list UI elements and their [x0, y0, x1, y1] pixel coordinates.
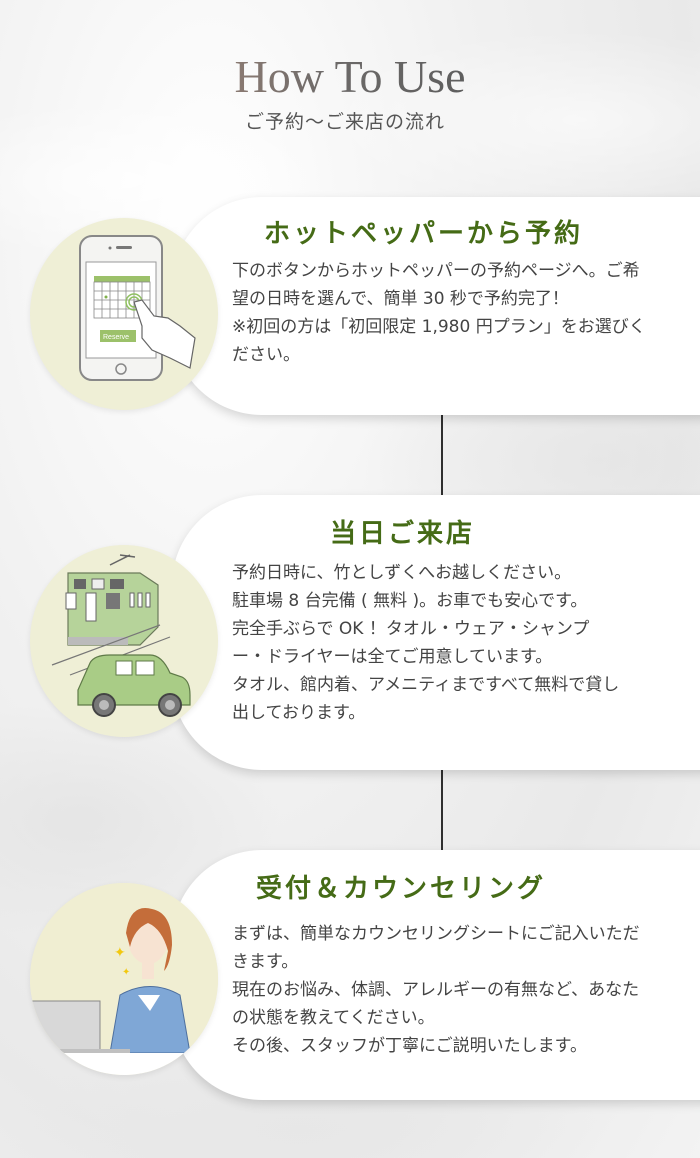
page-title: How To Use [234, 51, 466, 102]
step-description: 予約日時に、竹としずくへお越しください。 駐車場 8 台完備 ( 無料 )。お車… [232, 563, 620, 723]
step-description: 下のボタンからホットペッパーの予約ページへ。ご希望の日時を選んで、簡単 30 秒… [232, 261, 646, 365]
step-title: 受付＆カウンセリング [256, 874, 547, 903]
step-title: ホットペッパーから予約 [264, 219, 584, 248]
step-connector-2 [441, 770, 443, 850]
step-title: 当日ご来店 [330, 519, 476, 548]
step-card-counseling: 受付＆カウンセリング まずは、簡単なカウンセリングシートにご記入いただきます。 … [172, 850, 700, 1100]
step-description: まずは、簡単なカウンセリングシートにご記入いただきます。 現在のお悩み、体調、ア… [232, 924, 640, 1056]
step-card-visit: 当日ご来店 予約日時に、竹としずくへお越しください。 駐車場 8 台完備 ( 無… [172, 495, 700, 770]
step-card-reservation: ホットペッパーから予約 下のボタンからホットペッパーの予約ページへ。ご希望の日時… [172, 197, 700, 415]
svg-text:Reserve: Reserve [103, 334, 129, 341]
train-and-car-icon [30, 545, 218, 737]
svg-text:✦: ✦ [122, 967, 130, 978]
page-header: How To Use ご予約〜ご来店の流れ [0, 50, 700, 134]
svg-text:✦: ✦ [114, 945, 126, 961]
step-connector-1 [441, 415, 443, 495]
woman-at-laptop-icon: ✦ ✦ [30, 883, 218, 1075]
smartphone-reservation-icon: Reserve [30, 218, 218, 410]
page-subtitle: ご予約〜ご来店の流れ [244, 111, 445, 133]
